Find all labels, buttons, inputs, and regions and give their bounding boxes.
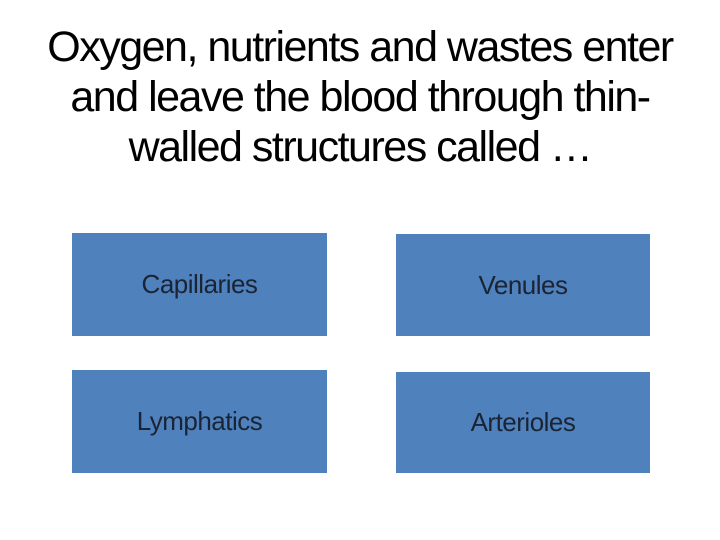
answer-option-capillaries[interactable]: Capillaries	[72, 233, 327, 336]
answer-option-arterioles[interactable]: Arterioles	[396, 372, 650, 473]
answer-label: Arterioles	[470, 407, 576, 437]
answer-label: Lymphatics	[136, 406, 263, 436]
slide-title: Oxygen, nutrients and wastes enter and l…	[0, 22, 720, 172]
answer-option-venules[interactable]: Venules	[396, 234, 650, 336]
answer-option-lymphatics[interactable]: Lymphatics	[72, 370, 327, 473]
answer-label: Venules	[478, 269, 568, 300]
answer-label: Capillaries	[141, 269, 258, 299]
slide-title-line-2: and leave the blood through thin-	[70, 73, 651, 121]
slide-title-line-1: Oxygen, nutrients and wastes enter	[47, 23, 674, 71]
slide-title-line-3: walled structures called …	[128, 123, 593, 171]
